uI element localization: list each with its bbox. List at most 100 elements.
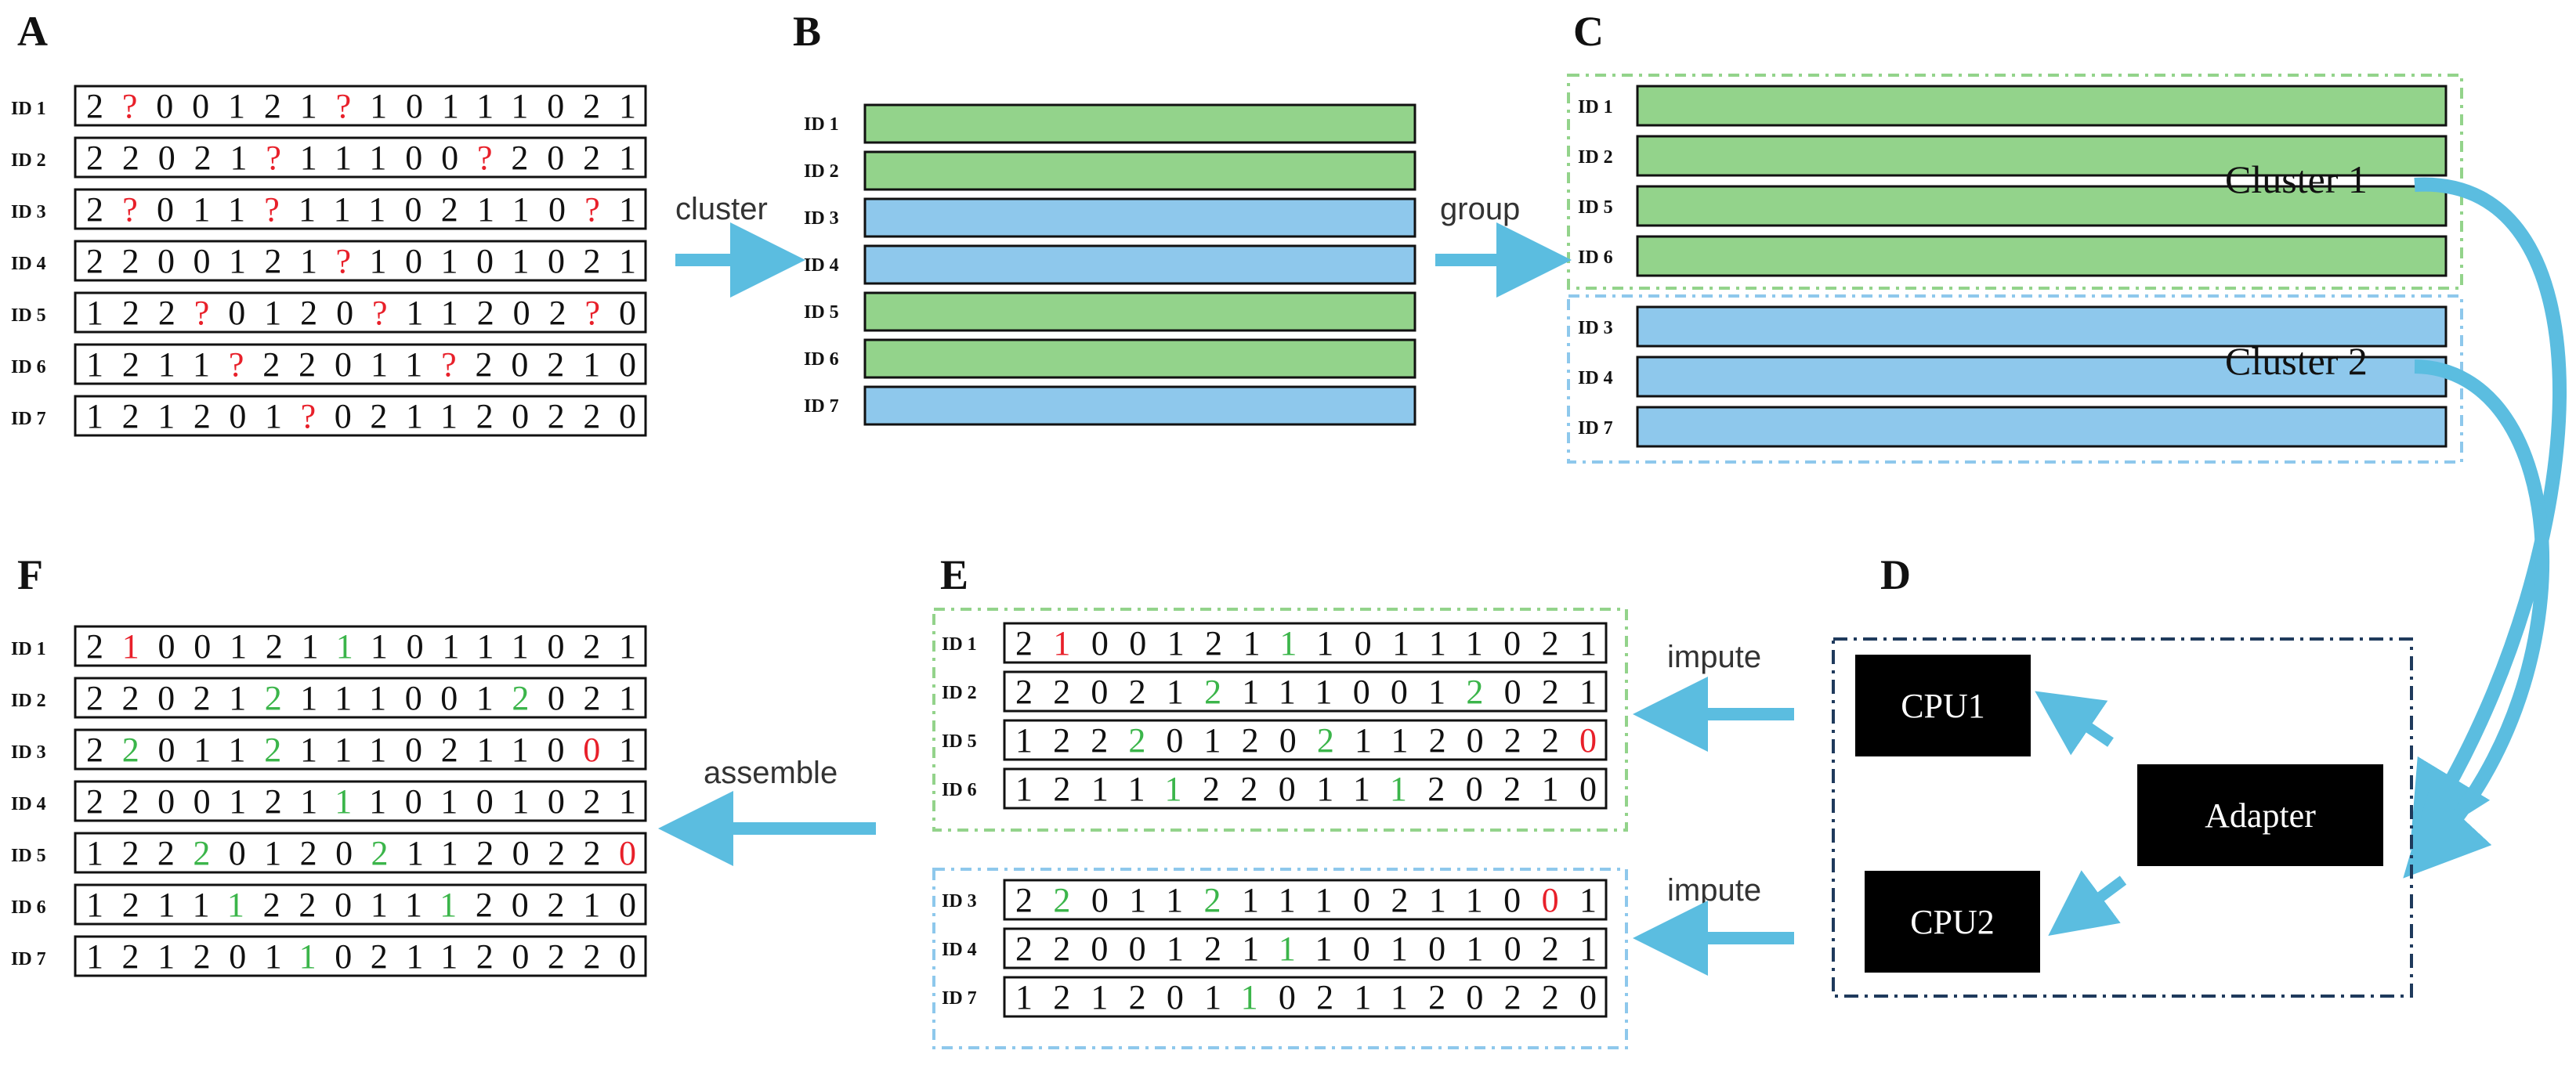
sample-id-label: ID 6 [11, 897, 46, 918]
sample-id-label: ID 4 [11, 794, 46, 814]
panel-label-b: B [793, 8, 821, 55]
cluster-2-sample-bar [863, 197, 1416, 238]
genotype-row-box [1003, 879, 1608, 921]
adapter-to-cpu1-arrow [2035, 691, 2114, 756]
genotype-row-box [74, 832, 647, 874]
sample-id-label: ID 2 [942, 683, 977, 703]
genotype-row-box [1003, 927, 1608, 969]
cluster-1-group-box [1567, 74, 2463, 290]
sample-id-label: ID 5 [11, 846, 46, 866]
cluster-2-sample-bar [1636, 305, 2448, 348]
cluster-2-sample-bar [863, 244, 1416, 285]
cluster-1-sample-bar [1636, 185, 2448, 227]
cluster-1-sample-bar [1636, 85, 2448, 127]
adapter-label: Adapter [2205, 796, 2316, 835]
sample-id-label: ID 6 [1578, 247, 1613, 268]
cluster-1-label: Cluster 1 [2225, 157, 2368, 201]
sample-id-label: ID 3 [942, 891, 977, 912]
sample-id-label: ID 1 [11, 639, 46, 659]
cluster-2-imputed-box [932, 868, 1628, 1049]
sample-id-label: ID 1 [804, 114, 839, 135]
cluster-step-label: cluster [675, 192, 768, 226]
cpu2-box [1865, 871, 2040, 973]
genotype-row-box [74, 188, 647, 230]
compute-node-box [1832, 637, 2413, 998]
cluster-1-sample-bar [863, 103, 1416, 144]
genotype-row-box [74, 291, 647, 334]
adapter-to-cpu2-arrow [2048, 870, 2127, 937]
genotype-row-box [1003, 976, 1608, 1018]
sample-id-label: ID 1 [1578, 97, 1613, 117]
panel-label-e: E [940, 551, 968, 598]
genotype-row-box [74, 343, 647, 385]
panel-label-a: A [17, 8, 48, 55]
genotype-row-box [1003, 767, 1608, 810]
sample-id-label: ID 6 [804, 349, 839, 370]
cluster-1-imputed-box [932, 608, 1628, 832]
sample-id-label: ID 2 [11, 150, 46, 171]
cpu1-box [1855, 655, 2031, 756]
panel-label-f: F [17, 551, 43, 598]
genotype-row-box [74, 935, 647, 977]
sample-id-label: ID 6 [11, 357, 46, 377]
sample-id-label: ID 7 [11, 949, 46, 969]
cluster-2-label: Cluster 2 [2225, 339, 2368, 383]
sample-id-label: ID 4 [804, 255, 839, 276]
sample-id-label: ID 3 [1578, 318, 1613, 338]
sample-id-label: ID 5 [1578, 197, 1613, 218]
sample-id-label: ID 5 [804, 302, 839, 323]
cluster-2-sample-bar [863, 385, 1416, 426]
cpu2-label: CPU2 [1910, 903, 1995, 941]
genotype-row-box [74, 85, 647, 127]
sample-id-label: ID 6 [942, 780, 977, 800]
sample-id-label: ID 4 [11, 254, 46, 274]
adapter-box [2137, 764, 2383, 866]
sample-id-label: ID 2 [1578, 147, 1613, 168]
sample-id-label: ID 4 [1578, 368, 1613, 388]
sample-id-label: ID 7 [1578, 418, 1613, 439]
sample-id-label: ID 3 [804, 208, 839, 229]
cluster-1-sample-bar [863, 291, 1416, 332]
sample-id-label: ID 1 [11, 99, 46, 119]
sample-id-label: ID 5 [11, 305, 46, 326]
panel-b-clustered-samples: ID 1ID 2ID 3ID 4ID 5ID 6ID 7 [804, 103, 1416, 426]
cluster-1-sample-bar [1636, 135, 2448, 177]
panel-c-grouped-samples: ID 1 ID 2 ID 5 ID 6 ID 3 ID 4 ID 7 [1578, 85, 2448, 448]
genotype-row-box [74, 395, 647, 437]
sample-id-label: ID 3 [11, 202, 46, 222]
genotype-row-box [1003, 670, 1608, 713]
cluster-2-sample-bar [1636, 356, 2448, 398]
genotype-row-box [74, 625, 647, 667]
assemble-step-label: assemble [704, 756, 838, 790]
panel-label-d: D [1880, 551, 1911, 598]
impute-bottom-step-label: impute [1667, 873, 1761, 908]
cpu1-label: CPU1 [1901, 687, 1985, 725]
sample-id-label: ID 7 [804, 396, 839, 417]
sample-id-label: ID 2 [11, 691, 46, 711]
impute-top-step-label: impute [1667, 640, 1761, 674]
cluster-2-to-adapter-arrow [2403, 359, 2550, 879]
genotype-row-box [1003, 622, 1608, 664]
cluster-1-to-adapter-arrow [2410, 177, 2567, 851]
genotype-row-box [74, 728, 647, 771]
